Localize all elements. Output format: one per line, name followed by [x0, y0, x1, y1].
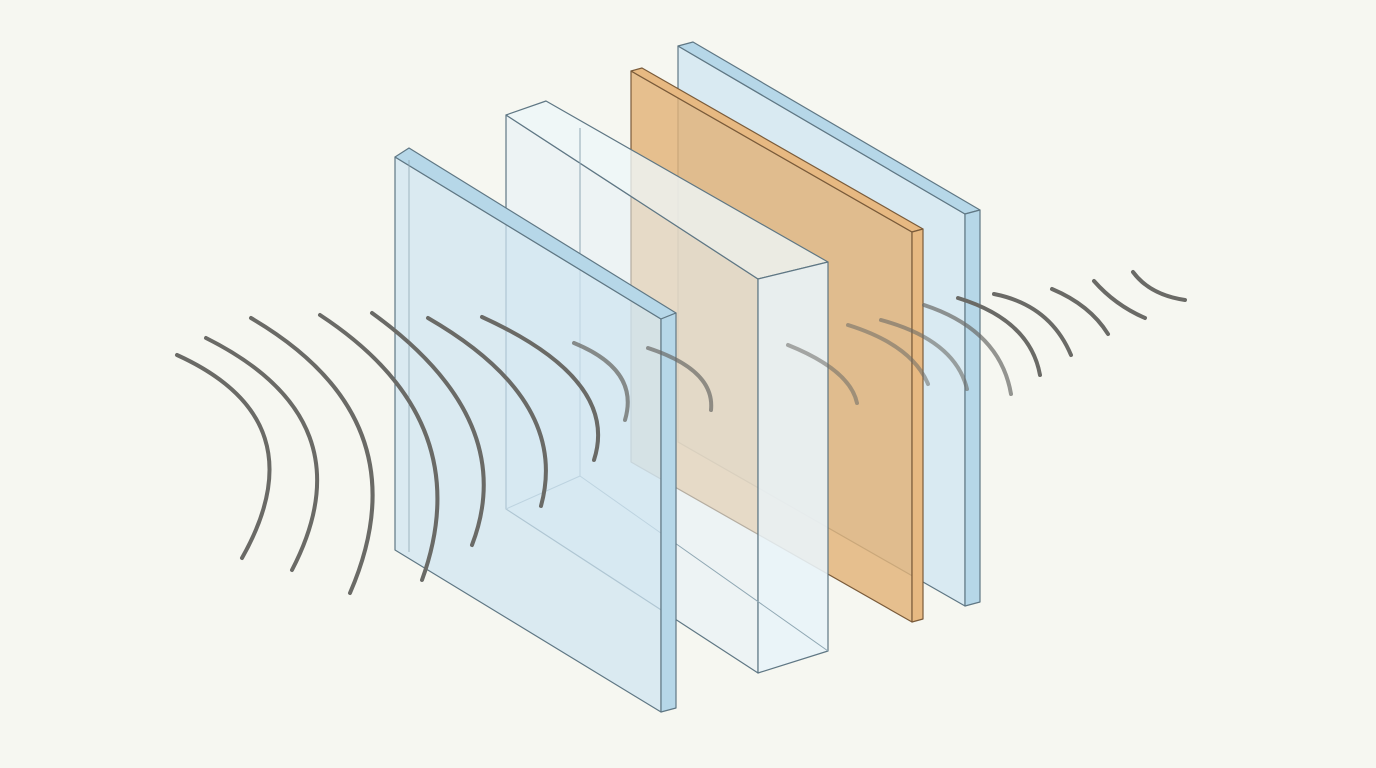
front-pane — [394, 147, 677, 713]
sound-wave-arc — [846, 323, 930, 386]
sound-wave-arc — [318, 313, 440, 582]
sound-wave-arc — [922, 303, 1013, 396]
sound-wave-arc — [204, 336, 320, 572]
back-pane-side-edge — [964, 209, 981, 607]
amber-interlayer-side-edge — [911, 228, 924, 623]
front-pane-side-edge — [660, 312, 677, 713]
sound-wave-arc — [1050, 287, 1110, 336]
sound-wave-arc — [480, 315, 601, 462]
sound-wave-arc — [249, 316, 375, 595]
sound-wave-arc — [1131, 270, 1187, 302]
sound-wave-arc — [879, 318, 969, 391]
sound-wave-arc — [956, 296, 1042, 377]
clear-block-side-face — [757, 261, 829, 674]
sound-wave-arc — [1092, 279, 1147, 320]
sound-wave-arc — [572, 341, 630, 422]
sound-wave-arc — [370, 311, 486, 547]
sound-wave-arc — [992, 292, 1073, 357]
sound-wave-arc — [646, 346, 714, 412]
sound-wave-arc — [426, 316, 548, 508]
sound-wave-arc — [175, 353, 272, 560]
outgoing-sound-waves — [846, 270, 1187, 396]
sound-wave-arc — [786, 343, 859, 405]
incoming-sound-waves — [175, 311, 859, 595]
